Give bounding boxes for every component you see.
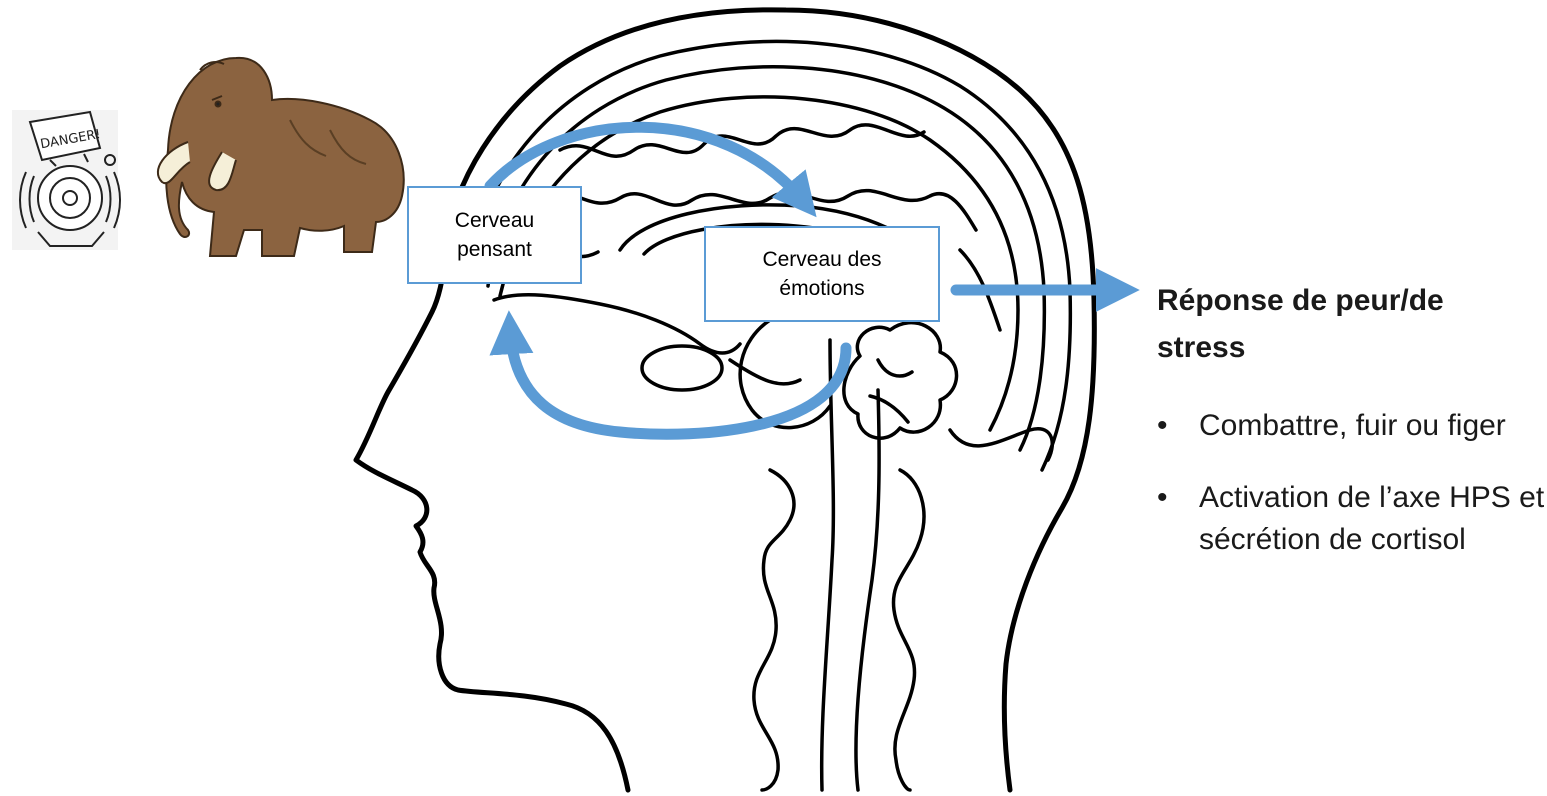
list-item: • Activation de l’axe HPS et sécrétion d…	[1157, 477, 1547, 561]
bullet-text: Activation de l’axe HPS et sécrétion de …	[1199, 481, 1544, 556]
bullet-icon: •	[1157, 405, 1168, 447]
bullet-icon: •	[1157, 477, 1168, 519]
alarm-bell-icon: DANGER!	[12, 110, 120, 250]
stress-response-title: Réponse de peur/de stress	[1157, 278, 1457, 371]
mammoth-icon	[158, 58, 404, 256]
stress-response-panel: Réponse de peur/de stress • Combattre, f…	[1157, 278, 1537, 591]
list-item: • Combattre, fuir ou figer	[1157, 405, 1547, 447]
stress-response-list: • Combattre, fuir ou figer • Activation …	[1157, 405, 1537, 561]
head-profile-outline	[356, 10, 1094, 790]
thinking-brain-label: Cerveau pensant	[407, 186, 582, 284]
emotional-brain-text: Cerveau des émotions	[732, 245, 912, 304]
bullet-text: Combattre, fuir ou figer	[1199, 409, 1506, 442]
thinking-brain-text: Cerveau pensant	[435, 206, 555, 265]
emotional-brain-label: Cerveau des émotions	[704, 226, 940, 322]
